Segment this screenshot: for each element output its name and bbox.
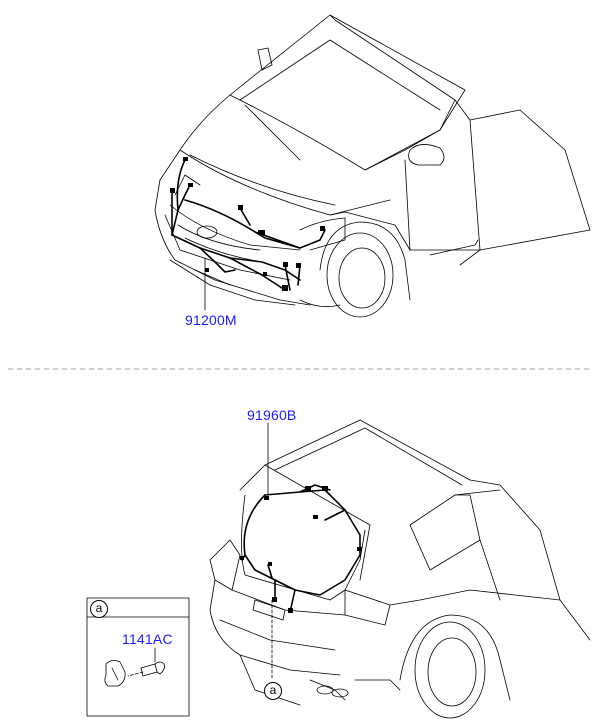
detail-box-callout: a xyxy=(90,600,108,618)
rear-wiring-harness xyxy=(241,484,361,613)
tailgate-harness-part-number: 91960B xyxy=(247,407,297,423)
front-vehicle-illustration xyxy=(154,14,591,318)
front-connectors xyxy=(170,157,325,291)
bolt-part-number: 1141AC xyxy=(122,631,173,647)
front-harness-part-number: 91200M xyxy=(185,312,237,328)
rear-vehicle-illustration xyxy=(209,419,591,719)
front-wiring-harness xyxy=(171,159,326,291)
detail-reference-callout: a xyxy=(264,682,282,700)
detail-a-box xyxy=(86,597,190,717)
rear-connectors xyxy=(240,486,362,613)
